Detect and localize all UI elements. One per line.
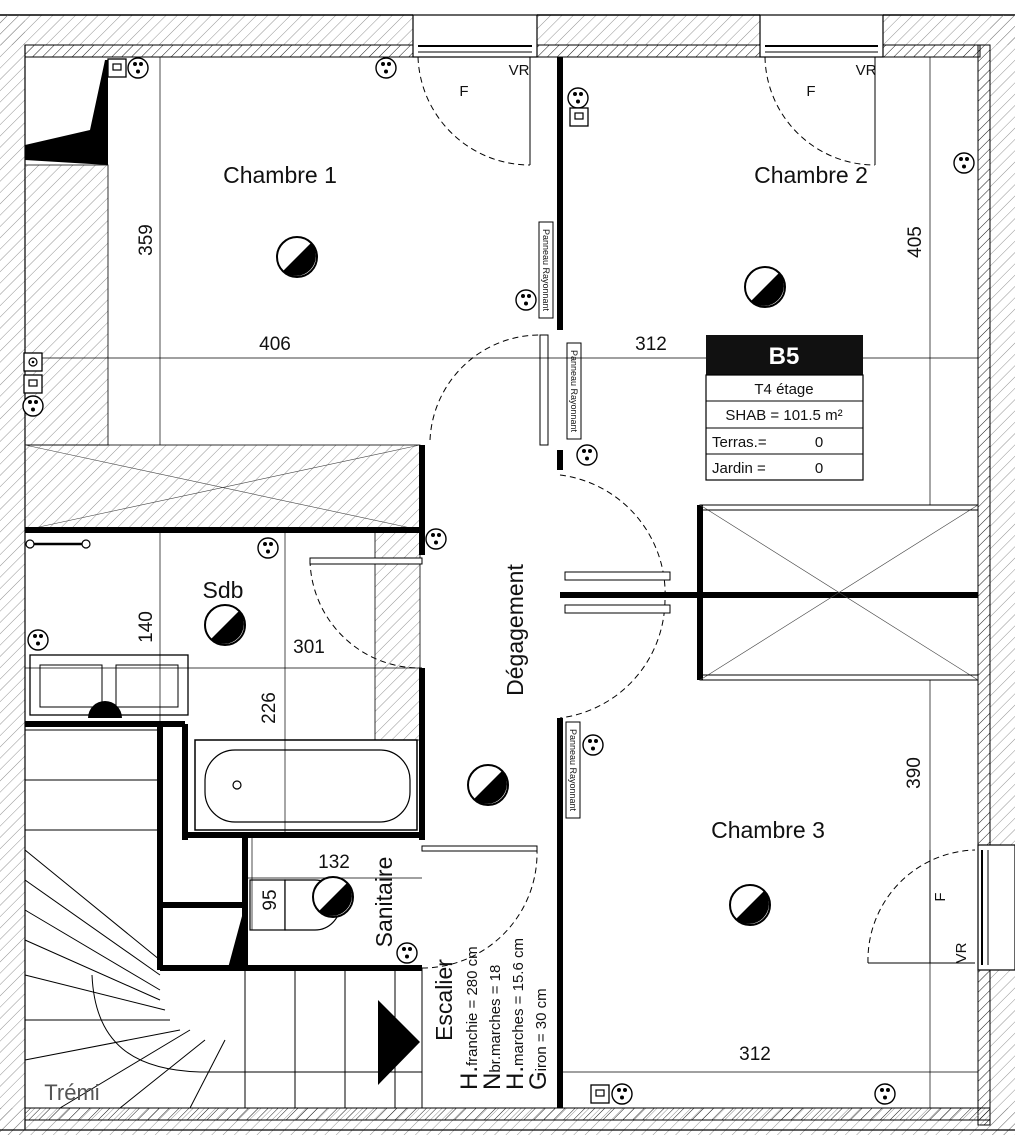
outlet-icon <box>396 942 418 964</box>
room-label-tremi: Trémi <box>44 1080 99 1105</box>
window-label-vr: VR <box>953 942 970 963</box>
stair-spec-height: H.franchie = 280 cm <box>456 946 483 1090</box>
cartouche-jardin-label: Jardin = <box>712 460 766 477</box>
phone-socket-icon <box>590 1084 610 1104</box>
door-swings <box>309 56 976 969</box>
dimension-label: 359 <box>136 224 157 256</box>
window-label-f: F <box>806 83 815 100</box>
window-label-vr: VR <box>856 62 877 79</box>
staircase <box>24 779 423 1109</box>
dimension-label: 405 <box>905 226 926 258</box>
hatched-zones <box>24 60 421 741</box>
dimension-label: 312 <box>635 334 667 355</box>
cartouche: B5 T4 étage SHAB = 101.5 m² Terras.= 0 J… <box>705 335 864 481</box>
outlet-icon <box>611 1083 633 1105</box>
ceiling-light-icon <box>467 764 509 806</box>
room-label-escalier: Escalier <box>431 959 457 1041</box>
cartouche-terrasse-value: 0 <box>815 434 823 451</box>
fixtures <box>25 221 582 931</box>
outlet-icon <box>515 289 537 311</box>
outlet-icon <box>576 444 598 466</box>
dimension-label: 140 <box>136 611 157 643</box>
radiator-label: Panneau Rayonnant <box>568 729 578 812</box>
room-label-chambre-2: Chambre 2 <box>754 162 868 188</box>
ceiling-light-icon <box>312 876 354 918</box>
radiator-label: Panneau Rayonnant <box>541 229 551 312</box>
exterior-walls <box>0 14 1015 1135</box>
window-labels: VR F VR F F VR <box>459 62 970 963</box>
room-label-sdb: Sdb <box>203 577 244 603</box>
stair-arrow-icon <box>378 1000 420 1085</box>
outlet-icon <box>127 57 149 79</box>
window-label-vr: VR <box>509 62 530 79</box>
outlet-icon <box>567 87 589 109</box>
phone-socket-icon <box>23 374 43 394</box>
cartouche-header <box>706 335 863 375</box>
dimension-label: 312 <box>739 1044 771 1065</box>
dimension-label: 390 <box>904 757 925 789</box>
outlet-icon <box>425 528 447 550</box>
cartouche-jardin-value: 0 <box>815 460 823 477</box>
tv-socket-icon <box>23 352 43 372</box>
radiator-labels: Panneau Rayonnant Panneau Rayonnant Pann… <box>541 229 579 812</box>
cartouche-shab: SHAB = 101.5 m² <box>725 407 842 424</box>
stair-spec-tread: Giron = 30 cm <box>525 988 552 1090</box>
outlet-icon <box>953 152 975 174</box>
room-labels: Chambre 1 Chambre 2 Chambre 3 Sdb Dégage… <box>44 162 868 1105</box>
cartouche-terrasse-label: Terras.= <box>712 434 767 451</box>
room-label-degagement: Dégagement <box>502 564 528 696</box>
ceiling-light-icon <box>729 884 771 926</box>
outlet-icon <box>27 629 49 651</box>
room-label-chambre-1: Chambre 1 <box>223 162 337 188</box>
outlet-icon <box>257 537 279 559</box>
dimension-label: 226 <box>259 692 280 724</box>
phone-socket-icon <box>107 58 127 78</box>
cartouche-type: T4 étage <box>754 381 813 398</box>
room-label-chambre-3: Chambre 3 <box>711 817 825 843</box>
dimension-label: 406 <box>259 334 291 355</box>
stair-specs: H.franchie = 280 cm Nbr.marches = 18 H.m… <box>456 938 552 1090</box>
outlet-icon <box>582 734 604 756</box>
ceiling-light-icon <box>744 266 786 308</box>
interior-walls <box>25 57 979 1108</box>
room-label-sanitaire: Sanitaire <box>371 857 397 948</box>
stair-spec-riser: H.marches = 15.6 cm <box>502 938 529 1090</box>
dimension-label: 132 <box>318 852 350 873</box>
window-label-f: F <box>932 892 949 901</box>
outlet-icon <box>22 395 44 417</box>
outlet-icon <box>874 1083 896 1105</box>
dimension-label: 95 <box>260 889 281 910</box>
cartouche-code: B5 <box>769 343 800 370</box>
ceiling-light-icon <box>276 236 318 278</box>
dimension-labels: 359 406 405 312 140 301 226 390 132 95 3… <box>136 224 926 1065</box>
radiator-label: Panneau Rayonnant <box>569 350 579 433</box>
toilet <box>249 879 286 931</box>
stair-spec-count: Nbr.marches = 18 <box>479 965 506 1090</box>
dimension-label: 301 <box>293 637 325 658</box>
window-label-f: F <box>459 83 468 100</box>
electrical-symbols <box>22 57 975 1105</box>
outlet-icon <box>375 57 397 79</box>
ceiling-light-icon <box>204 604 246 646</box>
phone-socket-icon <box>569 107 589 127</box>
